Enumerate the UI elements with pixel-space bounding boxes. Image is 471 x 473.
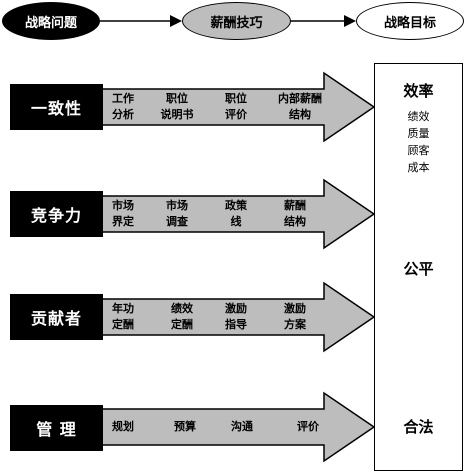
row4-item1: 规划 [112,420,134,433]
row4-item4: 评价 [297,420,319,433]
row2-item2: 市场调查 [166,199,188,228]
row-arrow-consistency [100,71,376,143]
goal-box: 效率 绩效 质量 顾客 成本 公平 合法 [374,63,463,471]
flow-arrow-2 [291,15,356,27]
goal-efficiency-item-cost: 成本 [407,161,430,174]
strategy-question-node: 战略问题 [2,2,100,40]
goal-efficiency-item-quality: 质量 [407,127,430,140]
row1-item1: 工作分析 [112,92,134,121]
goal-efficiency-item-customer: 顾客 [407,144,430,157]
row-arrow-competitiveness [100,178,376,250]
row-arrow-contributor [100,281,376,353]
goal-fairness: 公平 [403,260,434,278]
strategy-goal-node: 战略目标 [356,2,464,40]
row4-item3: 沟通 [231,420,253,433]
row-label-contributor: 贡献者 [10,294,103,340]
row1-item4: 内部薪酬结构 [278,92,322,121]
row4-item2: 预算 [174,420,196,433]
goal-efficiency-item-performance: 绩效 [407,110,430,123]
row3-item2: 绩效定酬 [171,302,193,331]
row-arrow-management [100,391,376,463]
row-label-consistency: 一致性 [10,84,103,130]
row3-item4: 激励方案 [284,302,306,331]
row-label-management: 管 理 [10,405,103,451]
pay-technique-node: 薪酬技巧 [182,2,291,40]
row1-item3: 职位评价 [225,92,247,121]
goal-efficiency: 效率 [403,82,434,100]
row3-item3: 激励指导 [225,302,247,331]
row2-item3: 政策线 [225,199,247,228]
goal-legality: 合法 [403,418,434,436]
row2-item4: 薪酬结构 [284,199,306,228]
row2-item1: 市场界定 [112,199,134,228]
row1-item2: 职位说明书 [160,92,194,121]
row3-item1: 年功定酬 [112,302,134,331]
flow-arrow-1 [100,15,182,27]
row-label-competitiveness: 竞争力 [10,191,103,237]
